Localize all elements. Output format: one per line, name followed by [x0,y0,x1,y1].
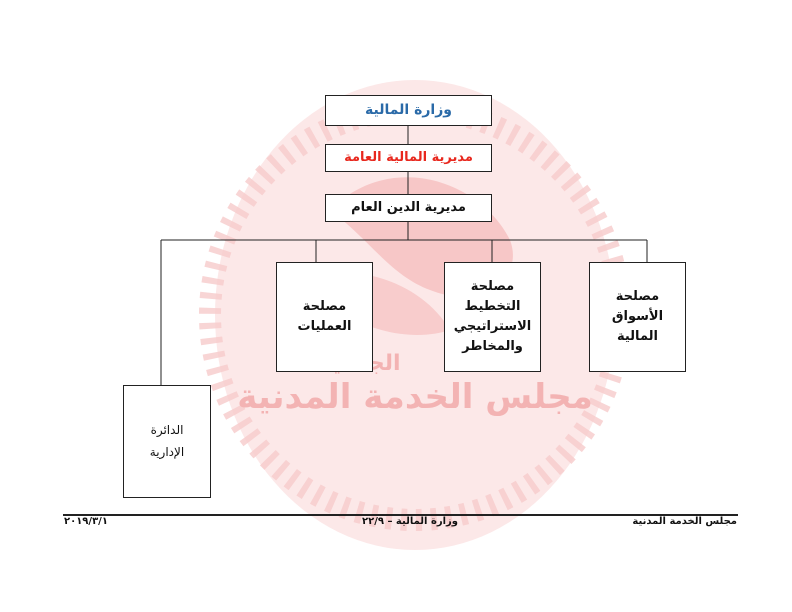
watermark-line2: مجلس الخدمة المدنية [237,377,593,417]
directorate-general-label: مديرية المالية العامة [344,149,473,165]
footer-page-ref: وزارة المالية – ٢٢/٩ [362,516,459,527]
box-admin-office: الدائرة الإدارية [123,385,211,498]
box-dept-operations: مصلحة العمليات [276,262,373,372]
public-debt-label: مديرية الدين العام [351,199,466,215]
box-public-debt: مديرية الدين العام [325,194,492,222]
dept-markets-label: مصلحة الأسواق المالية [611,288,664,345]
dept-planning-label: مصلحة التخطيط الاستراتيجي والمخاطر [453,278,532,355]
box-dept-planning: مصلحة التخطيط الاستراتيجي والمخاطر [444,262,541,372]
box-ministry: وزارة المالية [325,95,492,126]
admin-office-label: الدائرة الإدارية [149,422,185,459]
footer-rule [63,514,738,516]
dept-operations-label: مصلحة العمليات [297,298,352,334]
footer-date: ٢٠١٩/٣/١ [64,516,108,527]
box-dept-markets: مصلحة الأسواق المالية [589,262,686,372]
ministry-label: وزارة المالية [365,101,452,118]
footer-council-name: مجلس الخدمة المدنية [632,516,737,527]
box-directorate-general: مديرية المالية العامة [325,144,492,172]
